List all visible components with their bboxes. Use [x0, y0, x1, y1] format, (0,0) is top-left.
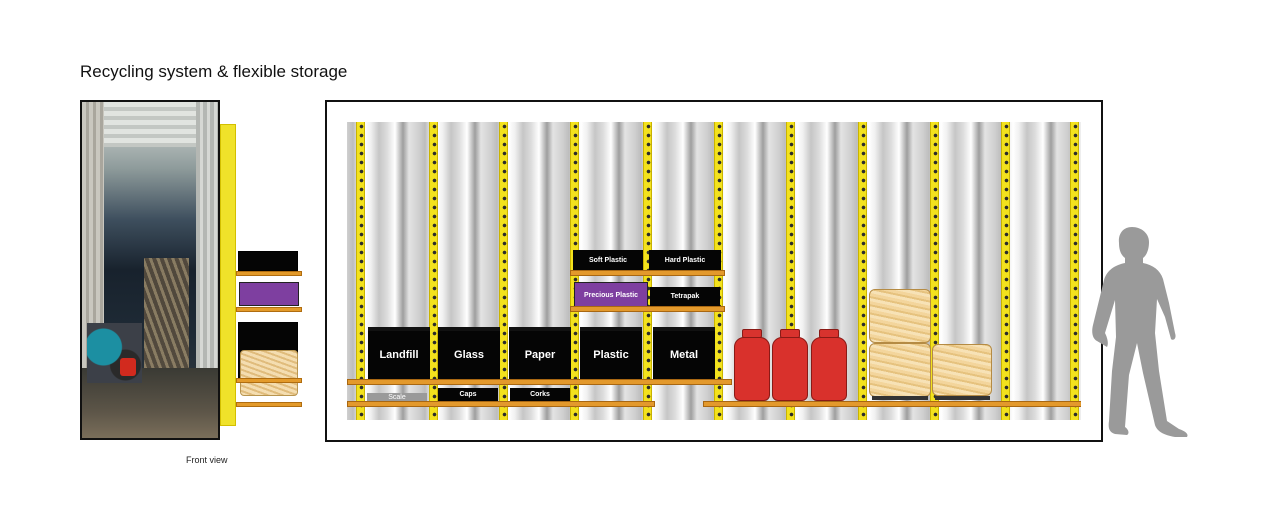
- shelf-floor-right: [703, 401, 1081, 407]
- person-silhouette: [1092, 227, 1188, 437]
- red-tank: [772, 329, 808, 401]
- front-view-photo: [80, 100, 220, 440]
- shelf-upper: [570, 270, 725, 276]
- scale: Scale: [367, 393, 427, 401]
- pallet: [935, 396, 990, 400]
- shelf-post: [858, 122, 867, 420]
- shelf-post: [930, 122, 939, 420]
- bin-metal: Metal: [653, 327, 715, 379]
- shelf-main: [347, 379, 732, 385]
- side-shelf: [236, 307, 302, 312]
- bin-precious-plastic: Precious Plastic: [574, 282, 648, 308]
- side-bin-purple: [239, 282, 299, 306]
- bin-plastic: Plastic: [580, 327, 642, 379]
- container-elevation: Soft Plastic Hard Plastic Precious Plast…: [325, 100, 1103, 442]
- side-bale: [240, 350, 298, 396]
- red-tank: [811, 329, 847, 401]
- side-post: [220, 124, 236, 426]
- shelf-post: [1070, 122, 1079, 420]
- front-view-caption: Front view: [186, 455, 228, 465]
- side-shelf: [236, 402, 302, 407]
- bin-glass: Glass: [438, 327, 500, 379]
- diagram-title: Recycling system & flexible storage: [80, 62, 348, 81]
- bin-paper: Paper: [509, 327, 571, 379]
- side-shelf: [236, 271, 302, 276]
- bin-tetrapak: Tetrapak: [650, 287, 720, 306]
- bin-caps: Caps: [438, 388, 498, 401]
- pallet: [872, 396, 928, 400]
- red-tank: [734, 329, 770, 401]
- bin-hard-plastic: Hard Plastic: [649, 250, 721, 270]
- shelf-post: [499, 122, 508, 420]
- side-bin-black-top: [238, 251, 298, 271]
- container-interior: Soft Plastic Hard Plastic Precious Plast…: [347, 122, 1081, 420]
- bale: [932, 344, 992, 396]
- shelf-post: [1001, 122, 1010, 420]
- bale: [869, 289, 931, 343]
- bin-soft-plastic: Soft Plastic: [573, 250, 643, 270]
- shelf-post: [786, 122, 795, 420]
- bin-landfill: Landfill: [368, 327, 430, 379]
- side-shelf: [236, 378, 302, 383]
- shelf-post: [356, 122, 365, 420]
- shelf-lower: [347, 401, 655, 407]
- bin-corks: Corks: [510, 388, 570, 401]
- shelf-middle: [570, 306, 725, 312]
- shelf-post: [429, 122, 438, 420]
- bale: [869, 343, 931, 397]
